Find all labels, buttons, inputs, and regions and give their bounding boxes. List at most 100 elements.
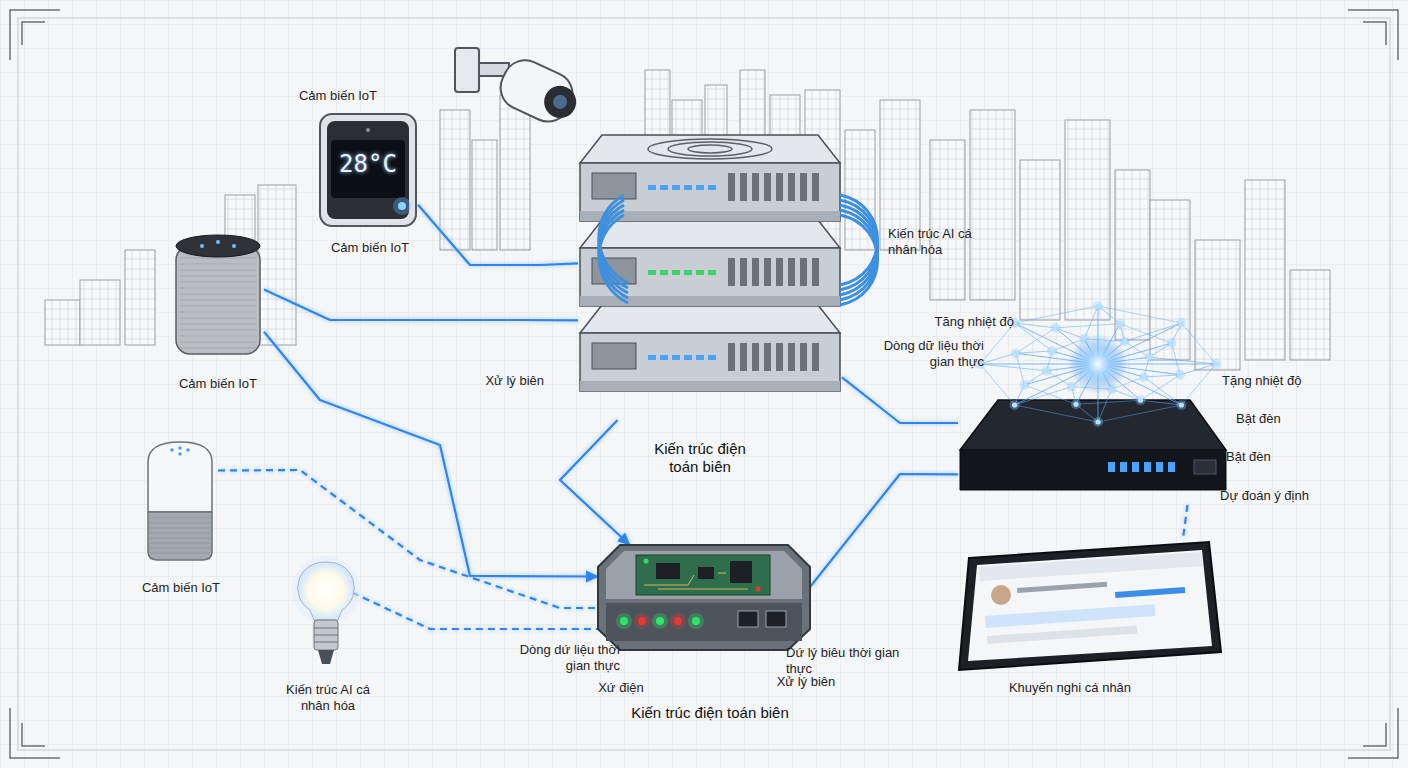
dashed-data-link <box>352 592 598 629</box>
server-stack-art-part <box>672 185 680 190</box>
edge-gateway-art-part <box>606 551 802 599</box>
smart-speaker-art-part <box>178 452 182 456</box>
thermostat-sensor-art-part <box>398 202 406 210</box>
smart-speaker-art-part <box>150 518 210 519</box>
server-stack-art-part <box>788 258 795 286</box>
edge-gateway-art-part <box>606 603 802 641</box>
device-label: Bật đèn <box>1226 449 1296 465</box>
server-stack-art-part <box>764 173 771 201</box>
ai-hub-art-part <box>1144 375 1180 377</box>
security-camera <box>455 48 585 131</box>
security-camera-part <box>455 48 479 92</box>
server-stack-art-part <box>580 220 840 248</box>
thermostat-sensor-art-part <box>320 114 416 226</box>
corner-brackets-part <box>10 10 60 60</box>
device-label: Kiến trúc AI cá nhân hóa <box>888 226 988 257</box>
smart-speaker-art-part <box>180 330 256 331</box>
device-label: Kiến trúc điện toán biên <box>640 440 760 476</box>
smart-speaker: Cảm biến IoT <box>142 440 218 562</box>
device-label: Kiến trúc AI cá nhân hóa <box>278 682 378 713</box>
data-link <box>560 420 630 545</box>
smart-speaker-art-part <box>150 523 210 524</box>
server-stack-art-part <box>580 381 840 391</box>
smart-bulb-art-part <box>298 562 355 620</box>
edge-gateway-art-part <box>644 573 748 589</box>
tablet-dashboard-art-part <box>1017 582 1107 593</box>
server-stack-art-part <box>660 185 668 190</box>
city-skyline-part <box>440 110 470 250</box>
ai-hub-art-part <box>1181 323 1216 364</box>
device-label: Xứ điện <box>588 680 654 696</box>
smart-bulb-art-part <box>314 635 338 636</box>
smart-speaker-art <box>172 232 264 360</box>
edge-gateway-art <box>598 545 810 650</box>
tablet-dashboard: Khuyến nghi cá nhân <box>955 540 1223 672</box>
ai-hub-art-part <box>1179 320 1184 325</box>
city-skyline-part <box>80 280 120 345</box>
ai-hub-art-part <box>1176 400 1186 410</box>
edge-gateway-art-part <box>738 611 758 627</box>
edge-gateway-art-part <box>692 617 700 625</box>
smart-speaker-art-part <box>232 244 236 248</box>
device-label: Xử lý biên <box>766 674 846 690</box>
device-label: Cảm biến IoT <box>318 240 422 256</box>
ai-hub-art-part <box>1015 306 1098 323</box>
server-stack-art-part <box>708 355 716 360</box>
server-stack-art-part <box>788 173 795 201</box>
ai-hub-art-part <box>1073 402 1078 407</box>
ai-hub-art-part <box>1117 321 1122 326</box>
smart-speaker-art-part <box>178 446 182 450</box>
ai-hub-art-part <box>1213 361 1218 366</box>
ai-hub-art-part <box>1211 359 1221 369</box>
ai-hub-art-part <box>1098 405 1181 422</box>
corner-brackets <box>10 10 1398 758</box>
ai-hub-art-part <box>1019 380 1029 390</box>
ai-hub-art-part <box>1180 364 1216 375</box>
ai-hub-art-part <box>1069 384 1074 389</box>
server-stack-art-part <box>672 355 680 360</box>
server-stack-art-part <box>668 142 752 156</box>
smart-speaker: Cảm biến IoT <box>172 232 264 360</box>
tablet-dashboard-art-part <box>968 550 1212 661</box>
edge-gateway: Dòng dứ liệu thời gian thựcXứ điệnDứ lý … <box>598 545 810 650</box>
server-stack-art-part <box>764 258 771 286</box>
ai-hub-art-part <box>1136 395 1146 405</box>
tablet-dashboard-art-part <box>979 552 1203 581</box>
server-stack-art-part <box>776 173 783 201</box>
server-stack-art-part <box>580 333 840 391</box>
data-link <box>264 332 598 577</box>
smart-speaker-art-part <box>180 342 256 343</box>
edge-gateway-art-part <box>688 613 704 629</box>
ai-hub-art-part <box>1194 460 1216 474</box>
dashed-data-link <box>1183 505 1188 540</box>
smart-speaker-art-part <box>180 258 256 259</box>
ai-hub-art-part <box>1178 372 1183 377</box>
tablet-dashboard-art-part <box>985 604 1155 628</box>
smart-speaker-art-part <box>176 235 260 257</box>
temperature-reading: 28°C <box>328 150 408 179</box>
server-stack-art-part <box>684 185 692 190</box>
ai-hub-art-part <box>1156 462 1163 472</box>
edge-gateway-art-part <box>670 613 686 629</box>
ai-hub-art-part <box>1167 338 1177 348</box>
ai-hub-art-part <box>1139 372 1149 382</box>
edge-gateway-art-part <box>644 559 649 564</box>
security-camera-part <box>539 81 582 124</box>
edge-gateway-art-part <box>634 613 650 629</box>
server-stack-art-part <box>592 173 636 199</box>
ai-hub-art-part <box>1115 319 1125 329</box>
server-stack-art-part <box>788 343 795 371</box>
smart-speaker-art-part <box>180 264 256 265</box>
ai-hub-art-part <box>1068 334 1128 394</box>
security-camera-part <box>493 53 585 131</box>
ai-hub-art-part <box>1049 348 1054 353</box>
server-stack-art-part <box>684 355 692 360</box>
smart-speaker-art-part <box>180 288 256 289</box>
ai-hub-art-part <box>1011 348 1021 358</box>
data-link <box>418 205 578 265</box>
ai-hub-art-part <box>1098 389 1112 422</box>
server-stack-art-part <box>688 145 732 153</box>
smart-speaker-art-part <box>180 282 256 283</box>
server-stack-art-part <box>648 139 772 159</box>
